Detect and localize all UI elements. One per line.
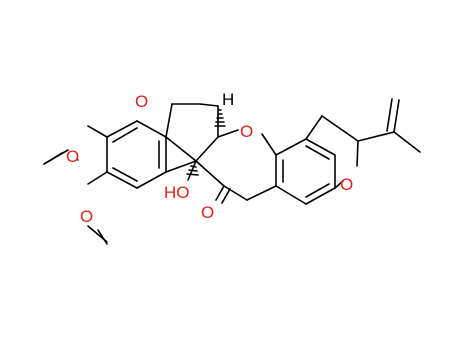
bond	[195, 136, 219, 162]
oxygen-label-methoxy-lower: O	[80, 207, 93, 226]
hydrogen-stereo-label: H	[222, 90, 234, 109]
bond	[356, 140, 359, 167]
bond	[195, 160, 225, 187]
oxygen-label-ketone: O	[201, 203, 214, 222]
oxygen-label-ring-b: O	[135, 92, 148, 111]
bond	[165, 160, 197, 173]
bond	[215, 185, 225, 201]
bond	[334, 180, 344, 189]
methyl-bond-lower	[97, 229, 108, 245]
bond	[87, 171, 108, 185]
hash-line	[190, 165, 197, 168]
bond	[223, 185, 248, 201]
bond	[261, 133, 277, 156]
bonds	[43, 98, 421, 243]
hydroxyl-label: HO	[164, 183, 190, 202]
bond	[321, 115, 359, 142]
bond	[165, 136, 197, 162]
bond	[275, 185, 307, 205]
oxygen-label-methoxy-upper: O	[66, 147, 79, 166]
bond	[305, 115, 323, 140]
bond	[393, 99, 400, 133]
bond	[136, 171, 167, 189]
bond	[112, 167, 138, 182]
hash-line	[188, 169, 198, 172]
bond	[199, 103, 219, 107]
hash-line	[186, 173, 199, 176]
bond	[87, 125, 108, 138]
atom-labels: O H O O O O O HO	[66, 90, 353, 226]
methyl-bond-upper	[43, 152, 63, 165]
bond	[393, 131, 421, 153]
bond	[106, 120, 138, 138]
bond	[136, 120, 167, 138]
bond	[305, 187, 336, 205]
bond	[165, 103, 173, 138]
bond	[106, 171, 138, 189]
oxygen-label-ring-c: O	[240, 122, 253, 141]
stereo-hashes	[186, 109, 226, 176]
bond	[305, 145, 330, 160]
bond	[221, 188, 231, 204]
bond	[305, 183, 330, 198]
methoxy-methyls	[43, 152, 108, 245]
bond	[357, 131, 395, 142]
bond	[217, 129, 239, 138]
bond	[386, 98, 393, 132]
oxygen-label-furan: O	[340, 175, 353, 194]
bond	[305, 138, 336, 156]
bond	[275, 138, 307, 156]
bond	[112, 127, 138, 143]
bond	[246, 185, 277, 201]
